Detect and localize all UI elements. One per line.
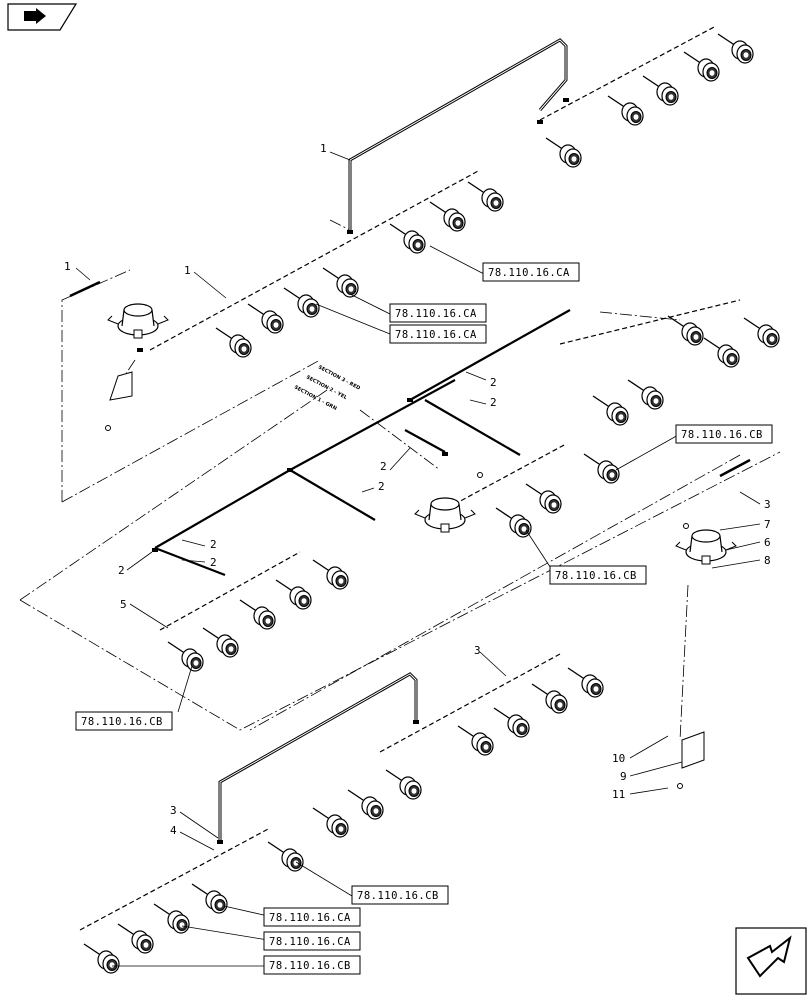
reference-box[interactable]: 78.110.16.CB [263,955,361,975]
callout: 4 [170,824,177,837]
callout: 2 [490,376,497,389]
callout: 1 [320,142,327,155]
callout: 6 [764,536,771,549]
callout: 2 [378,480,385,493]
book-arrow-icon[interactable] [7,3,78,31]
callout: 2 [490,396,497,409]
leader-lines [75,151,761,967]
svg-text:78.110.16.CA: 78.110.16.CA [269,912,351,924]
callout: 3 [170,804,177,817]
next-page-arrow-icon[interactable] [735,927,807,995]
reference-box[interactable]: 78.110.16.CA [482,262,580,282]
callout: 2 [210,538,217,551]
reference-box[interactable]: 78.110.16.CA [263,907,361,927]
reference-box[interactable]: 78.110.16.CB [675,424,773,444]
callout-numbers: 1 1 1 2 2 2 2 2 2 2 5 3 7 6 8 3 3 4 10 9… [64,142,771,837]
callout: 2 [118,564,125,577]
svg-text:78.110.16.CA: 78.110.16.CA [395,308,477,320]
reference-box[interactable]: 78.110.16.CB [549,565,647,585]
boom-tubes [69,25,751,931]
callout: 3 [474,644,481,657]
section-frame [19,219,781,741]
callout: 2 [210,556,217,569]
reference-box[interactable]: 78.110.16.CA [389,324,487,344]
callout: 1 [184,264,191,277]
reference-box[interactable]: 78.110.16.CB [75,711,173,731]
reference-boxes: 78.110.16.CA 78.110.16.CA 78.110.16.CA 7… [75,262,773,975]
callout: 10 [612,752,625,765]
svg-text:78.110.16.CB: 78.110.16.CB [555,570,637,582]
svg-text:78.110.16.CB: 78.110.16.CB [269,960,351,972]
callout: 7 [764,518,771,531]
svg-text:78.110.16.CB: 78.110.16.CB [357,890,439,902]
svg-text:78.110.16.CA: 78.110.16.CA [488,267,570,279]
fittings [137,98,569,844]
svg-text:78.110.16.CA: 78.110.16.CA [395,329,477,341]
reference-box[interactable]: 78.110.16.CA [389,303,487,323]
callout: 8 [764,554,771,567]
callout: 5 [120,598,127,611]
callout: 9 [620,770,627,783]
callout: 1 [64,260,71,273]
callout: 2 [380,460,387,473]
control-valves [105,303,737,789]
nozzle-group-3 [167,559,349,672]
callout: 3 [764,498,771,511]
svg-text:78.110.16.CB: 78.110.16.CB [681,429,763,441]
section-labels: SECTION 3 - RED SECTION 2 - YEL SECTION … [293,364,361,412]
reference-box[interactable]: 78.110.16.CA [263,931,361,951]
callout: 11 [612,788,625,801]
svg-text:78.110.16.CB: 78.110.16.CB [81,716,163,728]
reference-box[interactable]: 78.110.16.CB [351,885,449,905]
svg-text:78.110.16.CA: 78.110.16.CA [269,936,351,948]
